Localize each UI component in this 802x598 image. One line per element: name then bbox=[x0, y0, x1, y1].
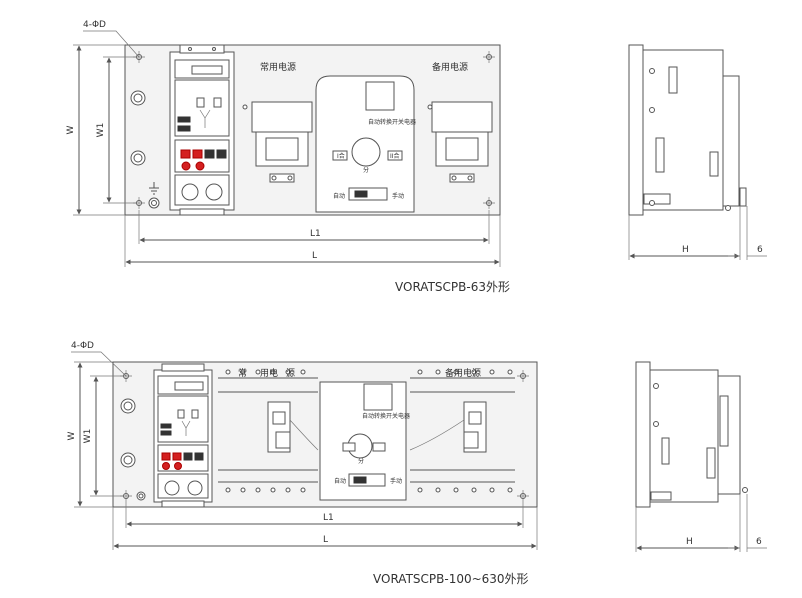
top-terminal-knobs bbox=[130, 90, 160, 209]
bottom-backup-breaker bbox=[409, 401, 487, 453]
bottom-hole-leader bbox=[71, 351, 127, 377]
top-auto-switch-label: 自动转换开关电器 bbox=[368, 118, 416, 126]
top-transfer-switch bbox=[315, 75, 415, 213]
bottom-transfer-switch bbox=[319, 381, 407, 501]
top-6-label: 6 bbox=[757, 245, 763, 255]
top-hole-leader bbox=[83, 30, 140, 58]
top-w-label: W bbox=[66, 125, 76, 134]
bottom-w1-label: W1 bbox=[83, 429, 93, 444]
bottom-normal-label-b: 用电 bbox=[260, 367, 278, 379]
bottom-l-label: L bbox=[323, 535, 328, 545]
bottom-w1-extension-lines bbox=[90, 375, 124, 497]
top-w1-label: W1 bbox=[96, 123, 106, 138]
top-off-label: 分 bbox=[363, 166, 369, 174]
top-auto-label: 自动 bbox=[333, 192, 345, 200]
bottom-backup-power-label: 备用电源 bbox=[445, 367, 481, 379]
top-w1-extension-lines bbox=[103, 56, 137, 204]
bottom-h-extension-lines bbox=[635, 494, 748, 552]
top-backup-power-label: 备用电源 bbox=[432, 61, 468, 73]
bottom-l1-extension-lines bbox=[125, 502, 524, 528]
top-caption: VORATSCPB-63外形 bbox=[395, 280, 510, 294]
bottom-normal-label-c: 源 bbox=[286, 368, 295, 379]
bottom-normal-label-a: 常 bbox=[238, 367, 247, 379]
bottom-controller-module bbox=[153, 363, 213, 508]
bottom-l1-label: L1 bbox=[323, 513, 334, 523]
top-manual-label: 手动 bbox=[392, 192, 404, 200]
diagram-top: 常用电源 备用电源 自动转换开关电器 I合 II合 分 自动 手动 4-ΦD W… bbox=[66, 20, 767, 294]
bottom-manual-label: 手动 bbox=[390, 477, 402, 485]
top-h-extension-lines bbox=[628, 206, 748, 260]
top-side-view bbox=[628, 44, 747, 216]
bottom-hole-label: 4-ΦD bbox=[71, 341, 94, 351]
top-ii-on-label: II合 bbox=[390, 152, 400, 160]
bottom-auto-switch-label: 自动转换开关电器 bbox=[362, 412, 410, 420]
bottom-6-label: 6 bbox=[756, 537, 762, 547]
top-hole-label: 4-ΦD bbox=[83, 20, 106, 30]
bottom-caption: VORATSCPB-100~630外形 bbox=[373, 572, 529, 586]
bottom-w-extension-lines bbox=[74, 361, 113, 508]
bottom-busbar-rails bbox=[218, 377, 515, 483]
top-normal-power-label: 常用电源 bbox=[260, 61, 296, 73]
bottom-normal-breaker bbox=[267, 401, 319, 453]
bottom-auto-label: 自动 bbox=[334, 477, 346, 485]
top-i-on-label: I合 bbox=[337, 152, 345, 160]
ground-icon bbox=[149, 182, 159, 195]
top-controller-module bbox=[169, 44, 235, 216]
top-normal-breaker bbox=[251, 101, 313, 183]
top-l-extension-lines bbox=[124, 215, 501, 267]
top-l1-extension-lines bbox=[138, 210, 490, 244]
bottom-off-label: 分 bbox=[358, 457, 364, 465]
bottom-terminal-knobs bbox=[120, 398, 146, 501]
bottom-terminal-screws bbox=[225, 369, 513, 493]
bottom-side-view bbox=[635, 361, 748, 508]
diagram-bottom: 常 用电 源 备用电源 自动转换开关电器 分 自动 手动 4-ΦD W W1 L… bbox=[67, 341, 767, 586]
top-backup-breaker bbox=[431, 101, 493, 183]
top-l1-label: L1 bbox=[310, 229, 321, 239]
top-h-label: H bbox=[682, 245, 689, 255]
top-w-extension-lines bbox=[73, 44, 125, 216]
bottom-w-label: W bbox=[67, 431, 77, 440]
top-l-label: L bbox=[312, 251, 317, 261]
bottom-l-extension-lines bbox=[112, 507, 538, 550]
bottom-h-label: H bbox=[686, 537, 693, 547]
